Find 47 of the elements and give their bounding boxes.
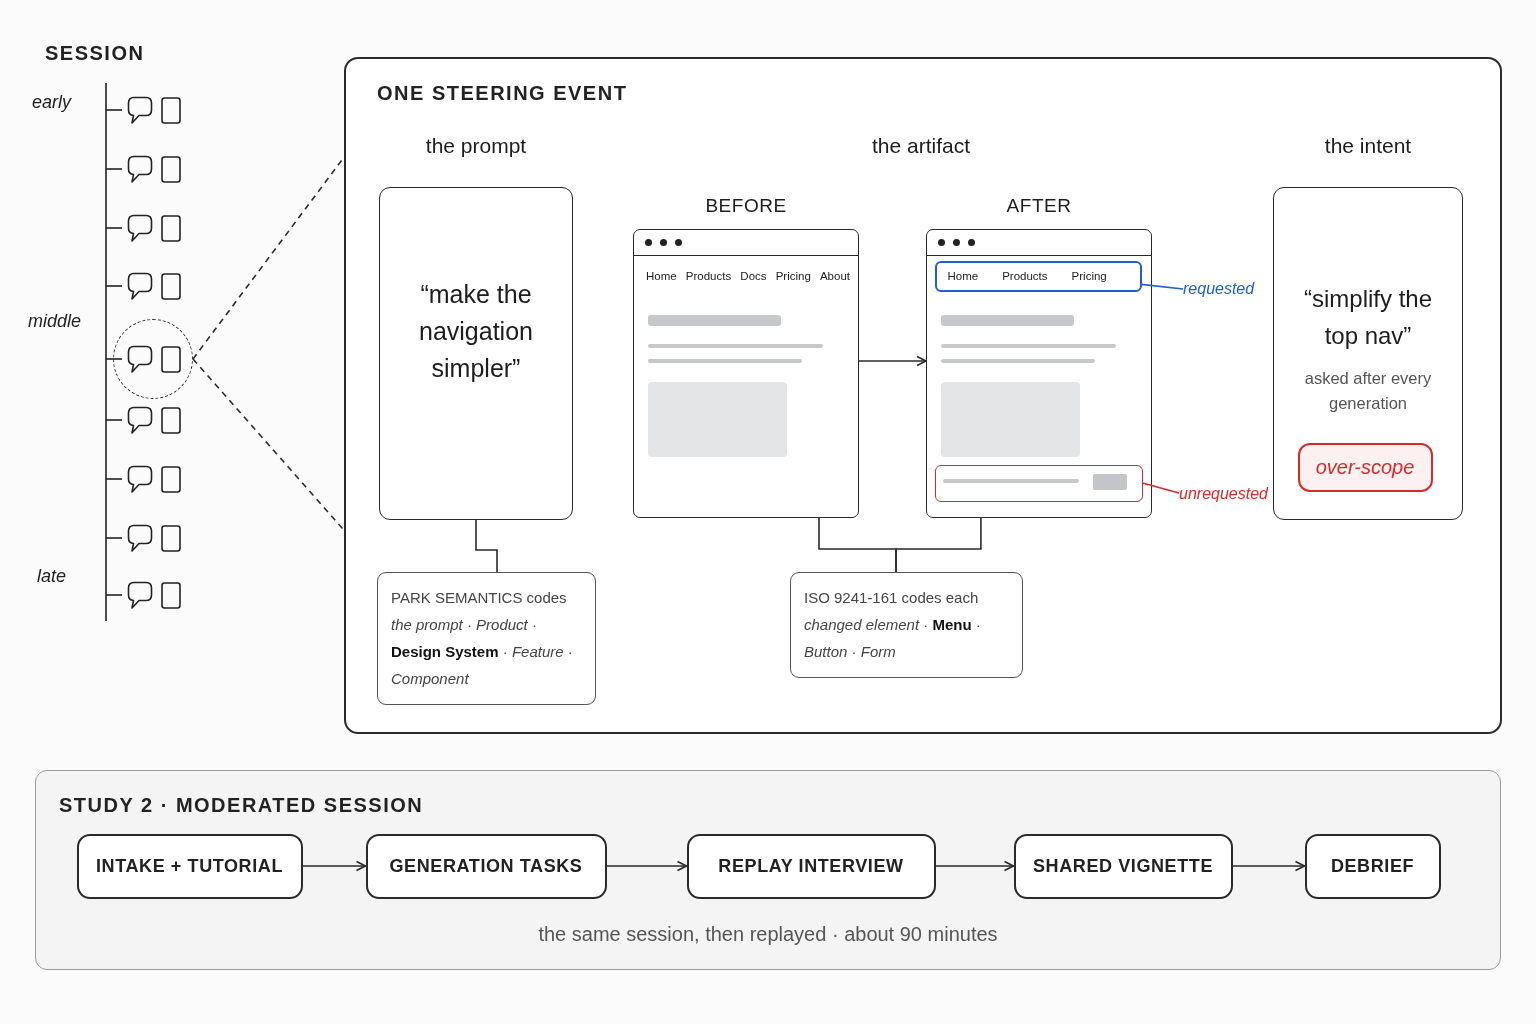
card-note: asked after every generation [1303, 368, 1433, 414]
process-step: GENERATION TASKS [365, 833, 607, 899]
study-panel [35, 770, 1501, 970]
column-heading: the intent [1324, 133, 1412, 159]
nav-item: About [819, 269, 850, 283]
nav-item: Home [646, 269, 677, 283]
panel-footnote: the same session, then replayed · about 90 minutes [538, 922, 998, 946]
event-panel [344, 57, 1502, 734]
bracket-connector [475, 519, 498, 573]
process-step: DEBRIEF [1304, 833, 1441, 899]
process-step: REPLAY INTERVIEW [686, 833, 936, 899]
column-heading: the artifact [871, 133, 971, 159]
nav-highlight [934, 260, 1142, 292]
timeline-label: middle [28, 310, 82, 332]
annotation-text: requested [1183, 279, 1255, 299]
nav-item: Pricing [775, 269, 811, 283]
column-heading: the prompt [425, 133, 527, 159]
coding-note: PARK SEMANTICS codes the prompt · Product · Design System · Feature · Component [377, 572, 596, 705]
nav-item: Products [1002, 269, 1048, 283]
arrow [858, 355, 927, 367]
leader-line [1141, 482, 1180, 494]
process-step: SHARED VIGNETTE [1013, 833, 1233, 899]
zoom-line [192, 358, 345, 531]
arrow [605, 860, 688, 872]
arrow [934, 860, 1015, 872]
timeline-label: late [37, 565, 67, 587]
arrow [1231, 860, 1306, 872]
quote-text: “simplify the top nav” [1303, 284, 1433, 351]
scope-tag: over-scope [1297, 442, 1433, 492]
quote-text: “make the navigation simpler” [418, 279, 534, 384]
leader-line [1140, 283, 1184, 290]
annotation-text: unrequested [1179, 484, 1268, 504]
bracket-connector [895, 517, 982, 573]
coding-note: ISO 9241-161 codes each changed element · Menu · Button · Form [790, 572, 1023, 678]
nav-item: Products [685, 269, 732, 283]
nav-item: Pricing [1071, 269, 1107, 283]
nav-item: Docs [740, 269, 767, 283]
process-step: INTAKE + TUTORIAL [76, 833, 303, 899]
nav-item: Home [947, 269, 979, 283]
panel-title: ONE STEERING EVENT [377, 81, 628, 106]
footer-highlight [934, 464, 1143, 502]
wireframe-label: AFTER [1006, 194, 1072, 218]
wireframe-label: BEFORE [705, 194, 787, 218]
arrow [301, 860, 367, 872]
panel-title: STUDY 2 · MODERATED SESSION [59, 793, 424, 818]
section-title: SESSION [45, 41, 145, 66]
timeline-label: early [32, 91, 71, 113]
